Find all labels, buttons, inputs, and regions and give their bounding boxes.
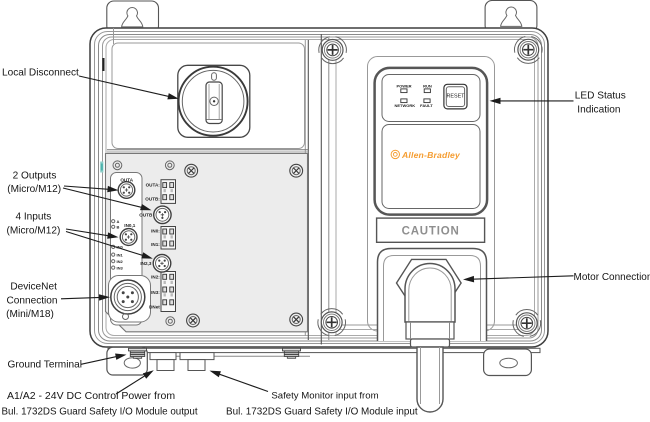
svg-text:Motor Connection: Motor Connection (574, 272, 650, 283)
svg-text:(Mini/M18): (Mini/M18) (6, 309, 54, 320)
svg-text:Indication: Indication (577, 105, 620, 116)
svg-text:RUN: RUN (423, 84, 432, 89)
svg-text:IN3: IN3 (117, 265, 124, 270)
svg-text:OUTB: OUTB (139, 213, 153, 218)
svg-text:LED Status: LED Status (575, 91, 626, 102)
svg-text:IN0: IN0 (117, 245, 124, 250)
svg-text:Safety Monitor input from: Safety Monitor input from (271, 390, 378, 401)
svg-text:Bul. 1732DS Guard Safety I/O M: Bul. 1732DS Guard Safety I/O Module inpu… (226, 407, 418, 418)
svg-text:Bul. 1732DS Guard Safety I/O M: Bul. 1732DS Guard Safety I/O Module outp… (2, 407, 198, 418)
svg-text:RESET: RESET (447, 93, 466, 99)
svg-text:OUTA:: OUTA: (146, 182, 161, 187)
svg-text:B: B (117, 225, 120, 230)
svg-text:2 Outputs: 2 Outputs (13, 170, 57, 181)
svg-text:IN2: IN2 (117, 259, 124, 264)
svg-text:OUTA: OUTA (120, 177, 133, 182)
svg-text:A: A (117, 219, 120, 224)
svg-text:IN1:: IN1: (151, 242, 160, 247)
svg-text:Local Disconnect: Local Disconnect (2, 68, 79, 79)
svg-text:DeviceNet: DeviceNet (10, 281, 57, 292)
svg-text:IN0:: IN0: (151, 229, 160, 234)
svg-text:DNet: DNet (149, 305, 160, 310)
svg-text:IN0,1: IN0,1 (124, 223, 135, 228)
svg-text:OUTB:: OUTB: (145, 196, 160, 201)
svg-text:A1/A2 - 24V DC Control Power f: A1/A2 - 24V DC Control Power from (7, 390, 175, 402)
svg-text:Connection: Connection (6, 296, 57, 307)
svg-text:IN2,3: IN2,3 (140, 261, 151, 266)
svg-text:Allen-Bradley: Allen-Bradley (401, 150, 461, 160)
svg-text:FAULT: FAULT (420, 103, 433, 108)
svg-text:IN3:: IN3: (151, 290, 160, 295)
svg-text:(Micro/M12): (Micro/M12) (6, 226, 60, 237)
svg-text:NETWORK: NETWORK (394, 103, 415, 108)
svg-text:IN2:: IN2: (151, 274, 160, 279)
svg-text:(Micro/M12): (Micro/M12) (7, 184, 61, 195)
svg-text:4 Inputs: 4 Inputs (15, 211, 51, 222)
svg-text:CAUTION: CAUTION (402, 226, 460, 238)
svg-text:Ground Terminal: Ground Terminal (8, 360, 82, 371)
svg-text:POWER: POWER (396, 84, 411, 89)
svg-text:IN1: IN1 (117, 252, 124, 257)
